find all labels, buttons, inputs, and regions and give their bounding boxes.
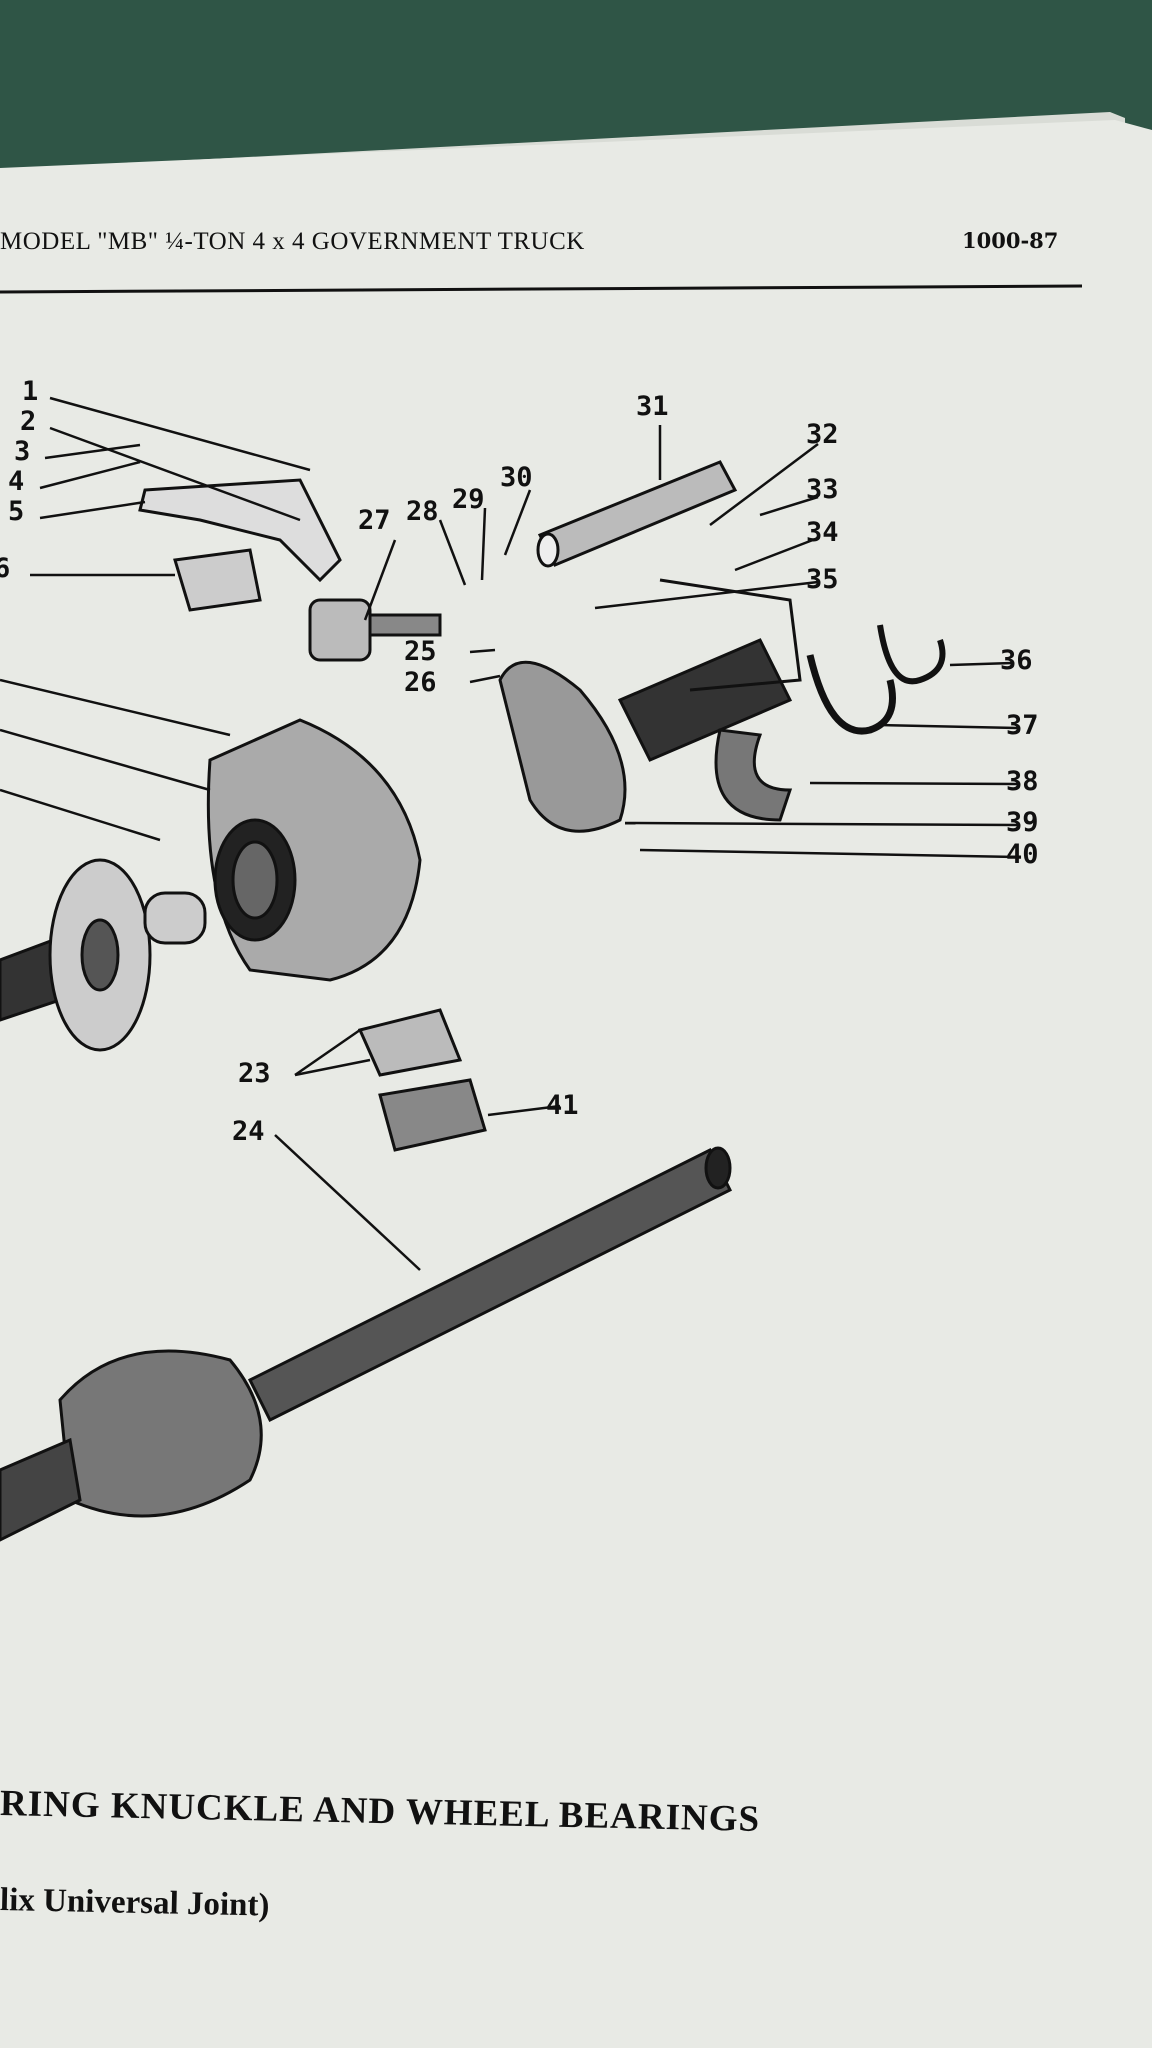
figure-caption-subtitle: lix Universal Joint) xyxy=(0,1882,270,1924)
callout-2: 2 xyxy=(20,406,37,437)
callout-37: 37 xyxy=(1006,710,1039,741)
callout-24: 24 xyxy=(232,1116,265,1147)
running-header-title: MODEL "MB" ¼-TON 4 x 4 GOVERNMENT TRUCK xyxy=(0,228,585,255)
callout-36: 36 xyxy=(1000,645,1033,676)
callout-1: 1 xyxy=(22,376,39,407)
callout-32: 32 xyxy=(806,419,839,450)
callout-23: 23 xyxy=(238,1058,271,1089)
callout-29: 29 xyxy=(452,484,485,515)
callout-33: 33 xyxy=(806,474,839,505)
paper-page xyxy=(0,120,1152,2048)
callout-4: 4 xyxy=(8,466,25,497)
page-number: 1000-87 xyxy=(962,228,1059,253)
callout-28: 28 xyxy=(406,496,439,527)
callout-34: 34 xyxy=(806,517,839,548)
callout-30: 30 xyxy=(500,462,533,493)
callout-31: 31 xyxy=(636,391,669,422)
callout-26: 26 xyxy=(404,667,437,698)
parts-drawing xyxy=(0,460,946,1542)
leader-arrows xyxy=(0,396,1019,1271)
header-rule xyxy=(0,284,1083,294)
callout-35: 35 xyxy=(806,564,839,595)
callout-40: 40 xyxy=(1006,839,1039,870)
callout-3: 3 xyxy=(14,436,31,467)
callout-25: 25 xyxy=(404,636,437,667)
callout-41: 41 xyxy=(546,1090,579,1121)
callout-39: 39 xyxy=(1006,807,1039,838)
callout-27: 27 xyxy=(358,505,391,536)
callout-5: 5 xyxy=(8,496,25,527)
callout-38: 38 xyxy=(1006,766,1039,797)
callout-6: 6 xyxy=(0,553,11,584)
